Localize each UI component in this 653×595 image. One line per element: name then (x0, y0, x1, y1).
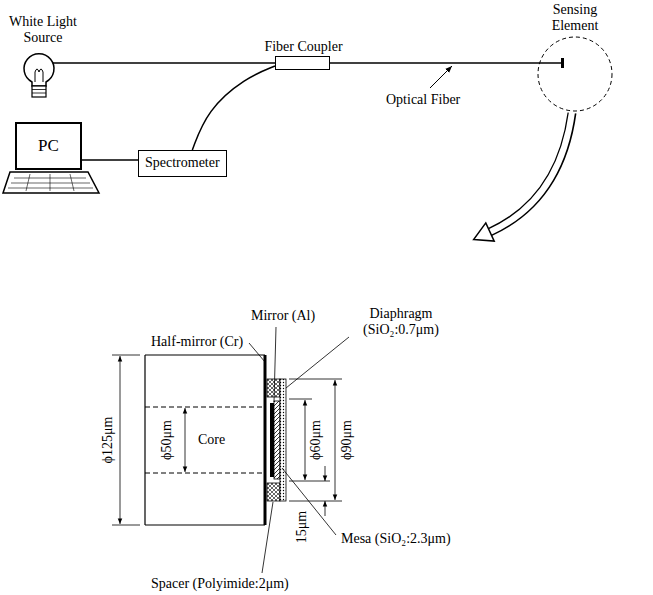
light-source: White Light Source (20, 48, 58, 100)
dimension-label: ϕ90μm (339, 419, 355, 461)
dimension-line (305, 400, 306, 480)
optical-fiber (82, 159, 138, 161)
zoom-arrow-fill (490, 112, 572, 232)
leader-line (274, 327, 276, 402)
extension-line (289, 399, 312, 400)
part-label: Mirror (Al) (250, 308, 316, 324)
extension-line (289, 481, 330, 482)
diaphragm (280, 379, 286, 501)
dimension-label: 15μm (294, 510, 310, 544)
node-label: PC (38, 136, 59, 156)
leader-line (262, 502, 273, 573)
fiber-outline (144, 355, 145, 525)
part-label: Core (197, 432, 226, 448)
spectrometer-box: Spectrometer (138, 150, 227, 177)
extension-line (112, 525, 140, 526)
zoom-arrow-head (474, 223, 495, 241)
fiber-outline (145, 354, 265, 355)
optical-fiber (58, 62, 275, 64)
zoom-arrow-outline (490, 113, 572, 232)
sensor-tip (561, 58, 564, 68)
half-mirror (264, 355, 267, 525)
keyboard-keys (8, 174, 93, 191)
dimension-line (335, 380, 336, 500)
spacer (267, 379, 280, 397)
leader-line (286, 337, 349, 388)
extension-line (112, 355, 140, 356)
bulb-thread (32, 89, 46, 90)
part-label: Half-mirror (Cr) (150, 334, 244, 350)
mesa (274, 401, 280, 479)
bulb-icon (20, 48, 58, 100)
dimension-label: ϕ125μm (100, 416, 116, 465)
part-label: Spacer (Polyimide:2μm) (150, 576, 290, 592)
node-heading: Fiber Coupler (251, 39, 356, 54)
bulb-base (32, 86, 46, 97)
dashed-circle (537, 36, 613, 112)
core-boundary (145, 407, 265, 408)
dashed-outline (538, 37, 612, 111)
dimension-line (325, 466, 326, 481)
spacer (267, 483, 280, 501)
dimension-line (120, 356, 121, 524)
laptop-keyboard (3, 172, 99, 193)
part-label: Optical Fiber (385, 92, 461, 108)
leader-line (430, 66, 452, 88)
optical-fiber (192, 66, 275, 150)
dimension-label: ϕ60μm (308, 419, 324, 461)
mirror (270, 403, 274, 477)
optical-fiber (330, 62, 537, 64)
bulb-glass (24, 54, 54, 86)
fiber-end (537, 62, 561, 64)
core-boundary (145, 473, 265, 474)
pc-screen: PC (15, 122, 82, 170)
dimension-line (185, 408, 186, 472)
node-heading: White Light Source (3, 14, 83, 45)
dimension-line (325, 501, 326, 516)
filament (35, 69, 43, 82)
part-label: Mesa (SiO₂:2.3μm) (340, 531, 452, 547)
leader-line (249, 343, 265, 362)
node-heading: Sensing Element (540, 2, 610, 33)
bulb-thread (32, 93, 46, 94)
dimension-label: ϕ50μm (159, 419, 175, 461)
coupler-box: Fiber Coupler (275, 56, 330, 70)
extension-line (289, 501, 342, 502)
fiber-outline (145, 524, 265, 525)
part-label: Diaphragm (SiO₂:0.7μm) (352, 306, 450, 338)
sensing-element: Sensing Element (537, 36, 613, 112)
node-label: Spectrometer (145, 155, 220, 172)
